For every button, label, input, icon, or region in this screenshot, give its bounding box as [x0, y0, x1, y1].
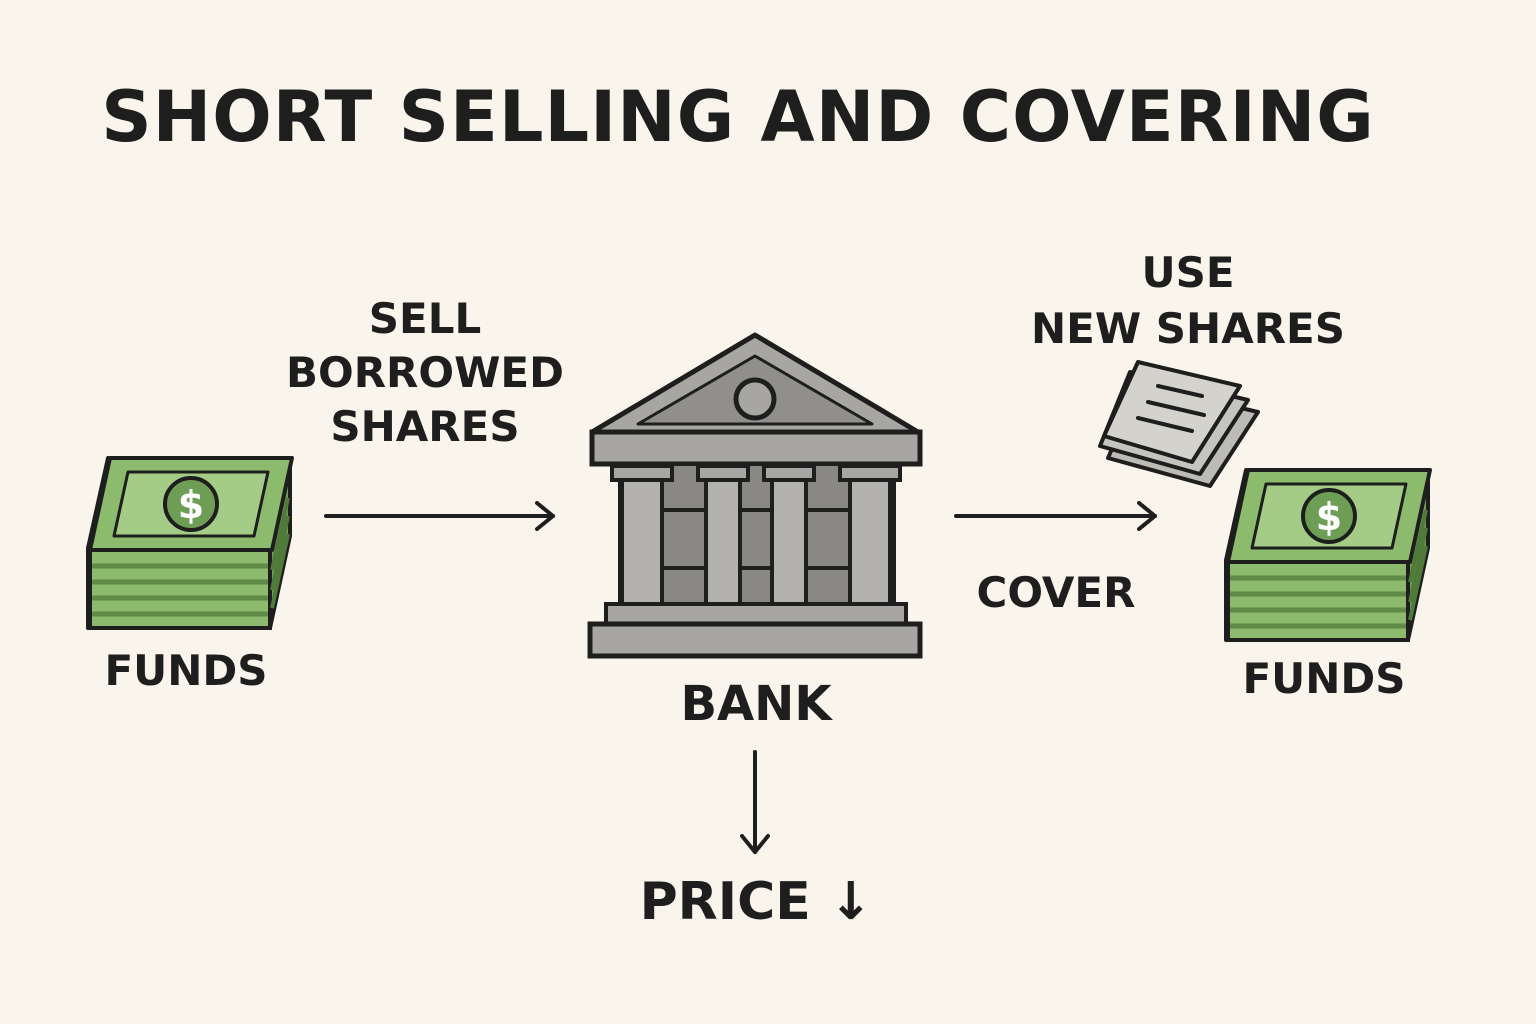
sell-label-line-3: SHARES: [330, 402, 520, 451]
funds-right-label: FUNDS: [1242, 654, 1406, 703]
cover-label: COVER: [976, 568, 1136, 617]
use-label-line-1: USE: [1141, 248, 1235, 297]
funds-left-label: FUNDS: [104, 646, 268, 695]
bank-building-icon: [587, 332, 923, 659]
sell-label-line-1: SELL: [368, 294, 482, 343]
price-down-label: PRICE ↓: [639, 872, 873, 932]
sell-label-line-2: BORROWED: [286, 348, 564, 397]
use-label-line-2: NEW SHARES: [1031, 304, 1345, 353]
use-new-shares-label: USE NEW SHARES: [1030, 245, 1346, 357]
dollar-sign-right: $: [1316, 495, 1342, 539]
page-title: SHORT SELLING AND COVERING: [101, 76, 1375, 158]
money-stack-left-icon: $: [88, 458, 292, 628]
money-stack-right-icon: $: [1226, 470, 1430, 640]
sell-borrowed-shares-label: SELL BORROWED SHARES: [285, 292, 565, 454]
dollar-sign-left: $: [178, 483, 204, 527]
document-stack-icon: [1098, 360, 1260, 488]
bank-label: BANK: [680, 676, 832, 732]
